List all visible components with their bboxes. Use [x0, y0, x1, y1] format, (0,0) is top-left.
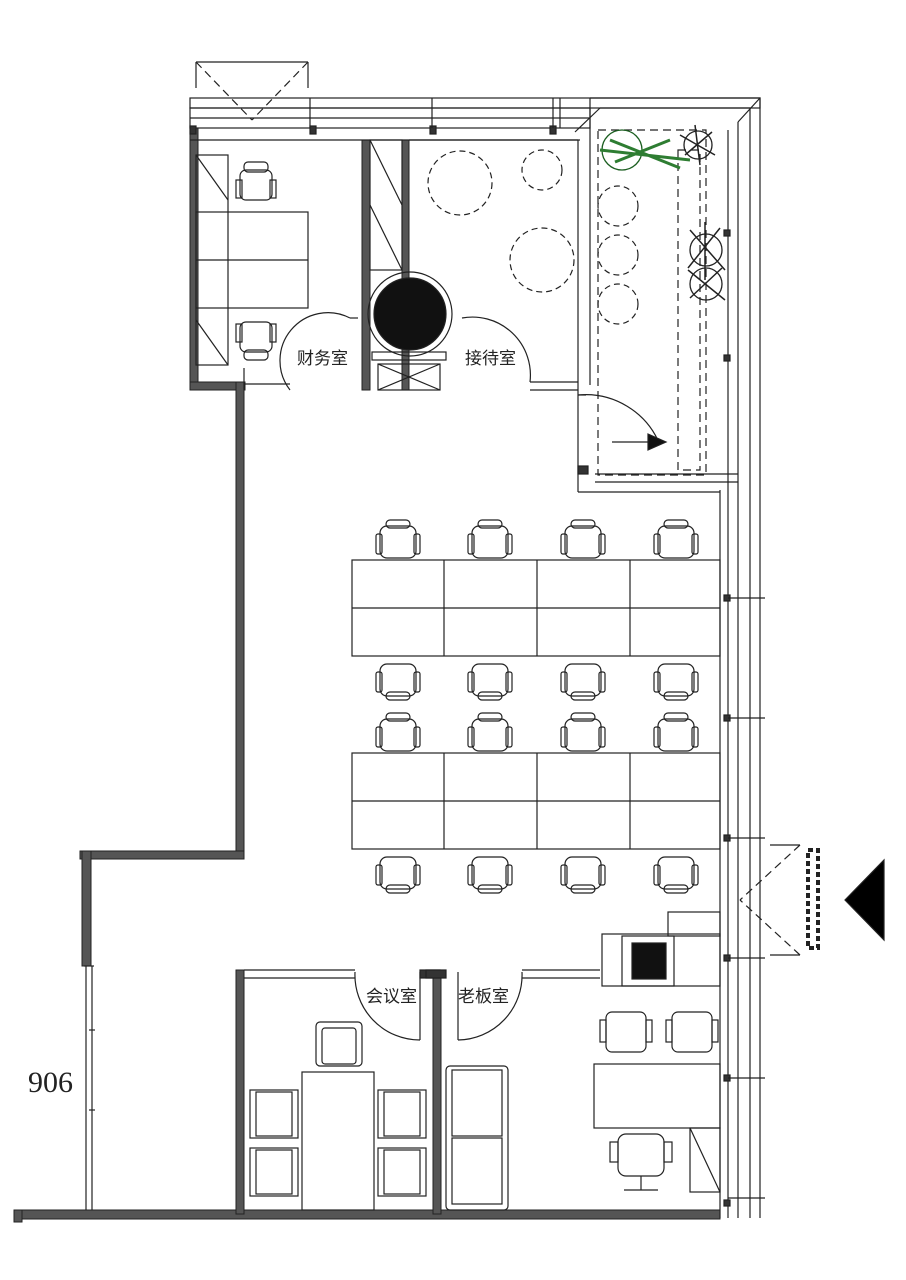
- central-column: [367, 139, 453, 391]
- swivel-chair: [609, 1133, 673, 1191]
- office-chair: [467, 712, 513, 752]
- meeting-room-label: 会议室: [366, 987, 417, 1007]
- boss-room: [425, 969, 721, 1211]
- office-chair: [235, 161, 277, 201]
- finance-room-label: 财务室: [297, 349, 348, 369]
- office-chair: [599, 1011, 653, 1053]
- office-chair: [560, 519, 606, 559]
- office-chair: [375, 663, 421, 701]
- office-chair: [653, 712, 699, 752]
- office-chair: [653, 663, 699, 701]
- pantry: [601, 911, 721, 987]
- dimension-ticks: [89, 1029, 95, 1111]
- office-chair: [235, 321, 277, 361]
- office-chair: [560, 856, 606, 894]
- workstation-chairs: [375, 519, 699, 894]
- left-window: [84, 965, 94, 1210]
- dimension-label: 906: [28, 1066, 73, 1099]
- meeting-chair: [377, 1147, 427, 1197]
- office-chair: [560, 712, 606, 752]
- top-window-wall: [189, 97, 761, 141]
- office-chair: [665, 1011, 719, 1053]
- office-chair: [467, 856, 513, 894]
- office-chair: [653, 856, 699, 894]
- office-chair: [375, 712, 421, 752]
- finance-room: [195, 154, 358, 391]
- right-window-wall: [574, 97, 765, 1218]
- meeting-chair: [249, 1147, 299, 1197]
- workstation-cluster: [351, 559, 721, 850]
- entrance-arrow-icon: [844, 858, 885, 942]
- planter-strip: [597, 129, 707, 476]
- boss-room-label: 老板室: [458, 987, 509, 1007]
- meeting-chair: [249, 1089, 299, 1139]
- reception-room: [409, 128, 738, 493]
- office-chair: [653, 519, 699, 559]
- plant-icon: [599, 124, 726, 301]
- right-entrance-marker: [739, 844, 885, 956]
- office-chair: [467, 663, 513, 701]
- top-entrance-marker: [195, 61, 309, 121]
- office-chair: [560, 663, 606, 701]
- meeting-chair: [377, 1089, 427, 1139]
- meeting-chair: [315, 1021, 363, 1067]
- office-chair: [375, 856, 421, 894]
- office-chair: [467, 519, 513, 559]
- reception-room-label: 接待室: [465, 349, 516, 369]
- office-chair: [375, 519, 421, 559]
- exterior-walls: [13, 127, 721, 1223]
